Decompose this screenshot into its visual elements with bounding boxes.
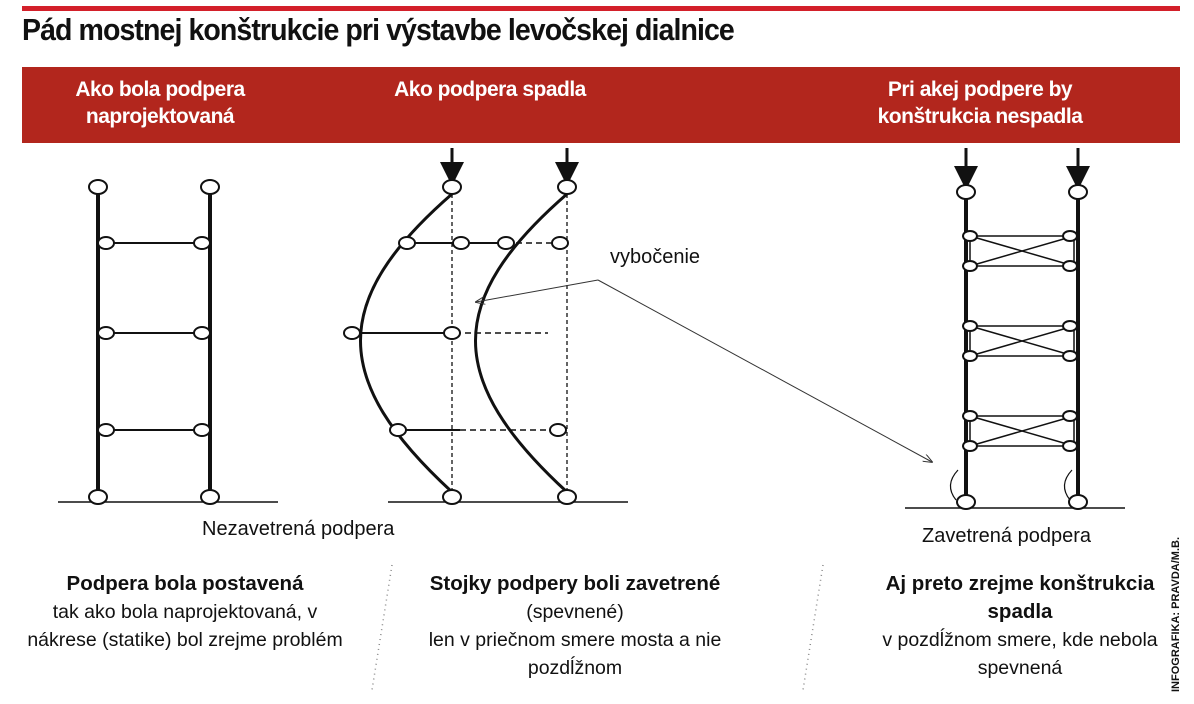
designed-support [58, 179, 278, 505]
column-collapsed: Stojky podpery boli zavetrené (spevnené)… [410, 570, 740, 682]
collapsed-support [343, 148, 628, 505]
buckling-label: vybočenie [610, 246, 701, 268]
caption-braced: Zavetrená podpera [922, 525, 1092, 547]
caption-unbraced: Nezavetrená podpera [202, 518, 395, 540]
braced-support [905, 148, 1125, 510]
column-text: len v priečnom smere mosta a nie pozdĺžn… [428, 629, 722, 679]
separators [371, 564, 824, 691]
header-designed: Ako bola podpera naprojektovaná [75, 78, 245, 128]
column-text: tak ako bola naprojektovaná, v nákrese (… [27, 601, 343, 651]
header-collapsed: Ako podpera spadla [394, 78, 586, 101]
column-bold: Stojky podpery boli zavetrené [429, 572, 721, 595]
header-would-not-collapse: Pri akej podpere by konštrukcia nespadla [877, 78, 1083, 128]
credit: INFOGRAFIKA: PRAVDA/M.B. [1170, 536, 1182, 692]
column-braced: Aj preto zrejme konštrukcia spadla v poz… [880, 570, 1160, 682]
column-bold: Aj preto zrejme konštrukcia spadla [885, 572, 1155, 623]
buckling-pointers [476, 279, 932, 462]
column-text: v pozdĺžnom smere, kde nebola spevnená [882, 629, 1158, 679]
column-inline: (spevnené) [526, 601, 624, 623]
column-bold: Podpera bola postavená [66, 572, 304, 595]
top-rule [22, 6, 1180, 11]
column-designed: Podpera bola postavená tak ako bola napr… [20, 570, 350, 654]
header-band [22, 67, 1180, 143]
page-title: Pád mostnej konštrukcie pri výstavbe lev… [22, 12, 735, 47]
